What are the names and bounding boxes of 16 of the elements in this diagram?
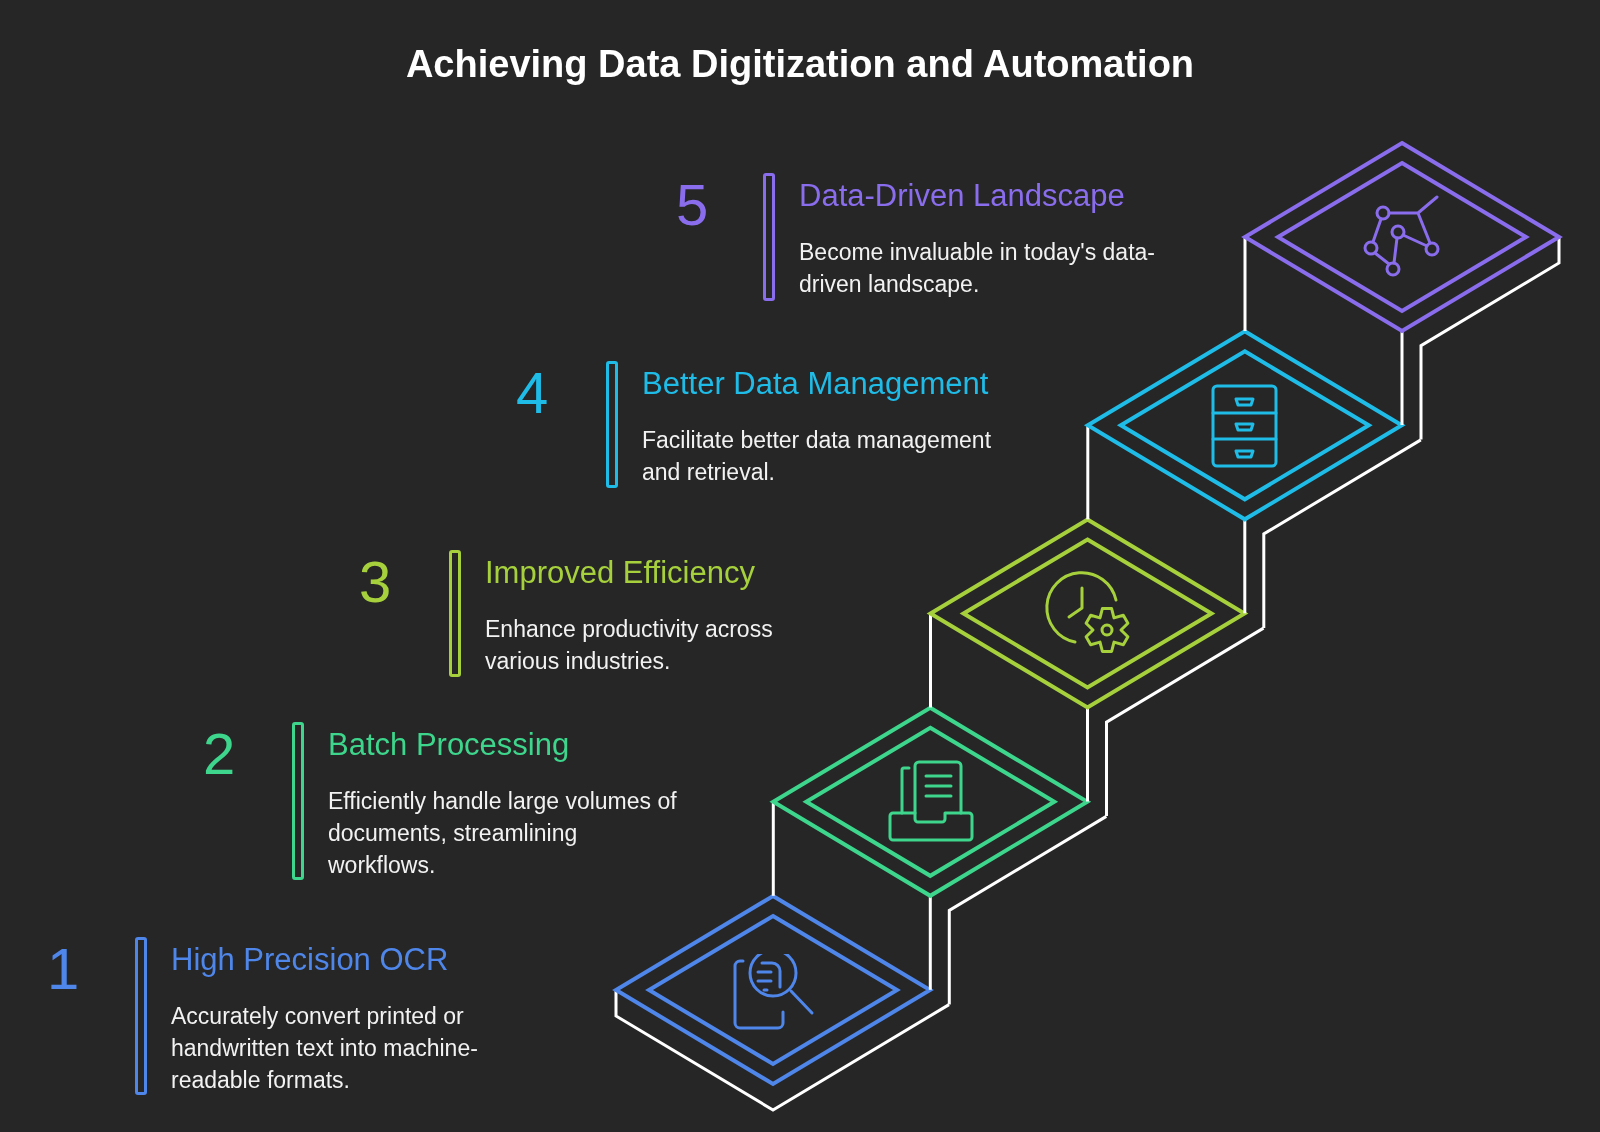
- step-title: High Precision OCR: [171, 941, 449, 979]
- step-description: Facilitate better data management and retrieval.: [642, 426, 993, 487]
- step-number: 4: [516, 361, 549, 425]
- step-title: Data-Driven Landscape: [799, 177, 1125, 215]
- step-number: 2: [203, 722, 236, 786]
- step-description: Efficiently handle large volumes of documents, streamlining workflows.: [328, 787, 678, 880]
- step-number: 1: [47, 937, 80, 1001]
- step-description: Accurately convert printed or handwritten text into machine-readable formats.: [171, 1002, 479, 1095]
- diagram-title: Achieving Data Digitization and Automation: [405, 42, 1195, 87]
- step-number: 5: [676, 173, 709, 237]
- step-description: Enhance productivity across various industries.: [485, 615, 774, 676]
- step-description: Become invaluable in today's data-driven landscape.: [799, 238, 1156, 299]
- step-number: 3: [359, 550, 392, 614]
- step-title: Batch Processing: [328, 726, 570, 764]
- step-title: Improved Efficiency: [485, 554, 755, 592]
- step-title: Better Data Management: [642, 365, 989, 403]
